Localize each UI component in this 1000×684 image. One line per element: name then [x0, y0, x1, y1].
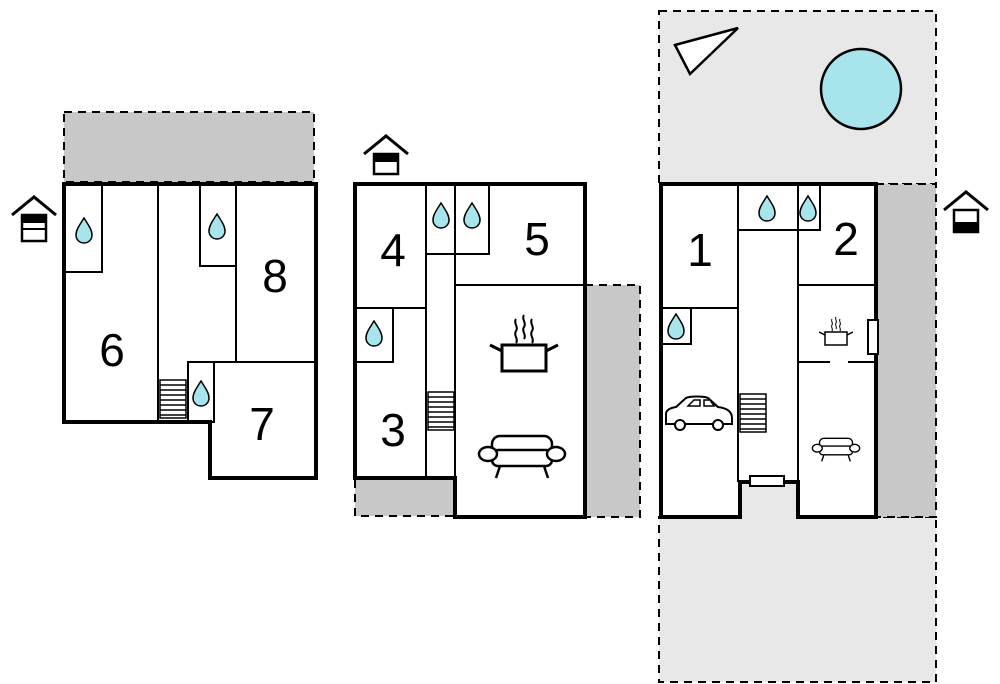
terrace-a	[63, 111, 315, 183]
bathroom-drop-icon	[463, 202, 481, 229]
sunbed-icon	[673, 26, 739, 77]
room-number-3: 3	[380, 404, 406, 456]
room-number-2: 2	[833, 213, 859, 265]
bathroom-drop-icon	[75, 217, 93, 244]
entrance-area	[740, 482, 798, 518]
room-number-5: 5	[524, 213, 550, 265]
floor-level-house-icon	[943, 190, 989, 234]
building-a: 6 8 7	[11, 111, 318, 480]
room-number-1: 1	[687, 224, 713, 276]
bathroom-drop-icon	[192, 380, 210, 407]
bathroom-drop-icon	[365, 320, 383, 347]
stairs-icon	[427, 391, 455, 431]
swimming-pool-icon	[819, 47, 903, 131]
floor-level-house-icon	[11, 195, 57, 243]
door-window	[867, 319, 879, 355]
car-icon	[665, 395, 733, 431]
stairs-icon	[159, 379, 187, 419]
terrace-b-bottom	[354, 477, 456, 517]
bathroom-drop-icon	[432, 202, 450, 229]
cooking-pot-icon	[488, 313, 560, 373]
building-c: 1 2	[658, 10, 989, 683]
bathroom-drop-icon	[758, 195, 776, 222]
room-number-8: 8	[262, 250, 288, 302]
room-number-6: 6	[99, 324, 125, 376]
room-number-4: 4	[380, 224, 406, 276]
room-number-7: 7	[249, 398, 275, 450]
building-b: 4 5 3	[353, 134, 641, 519]
bathroom-drop-icon	[208, 213, 226, 240]
sofa-icon	[811, 437, 861, 463]
garden-bottom	[658, 516, 937, 683]
cooking-pot-icon	[818, 316, 854, 346]
terrace-c-right	[875, 183, 937, 518]
stairs-icon	[739, 393, 767, 433]
bathroom-drop-icon	[799, 195, 817, 222]
sofa-icon	[477, 434, 567, 480]
door-window	[749, 475, 785, 487]
floor-level-house-icon	[363, 134, 409, 176]
terrace-b-right	[584, 284, 641, 518]
bathroom-drop-icon	[667, 313, 685, 340]
